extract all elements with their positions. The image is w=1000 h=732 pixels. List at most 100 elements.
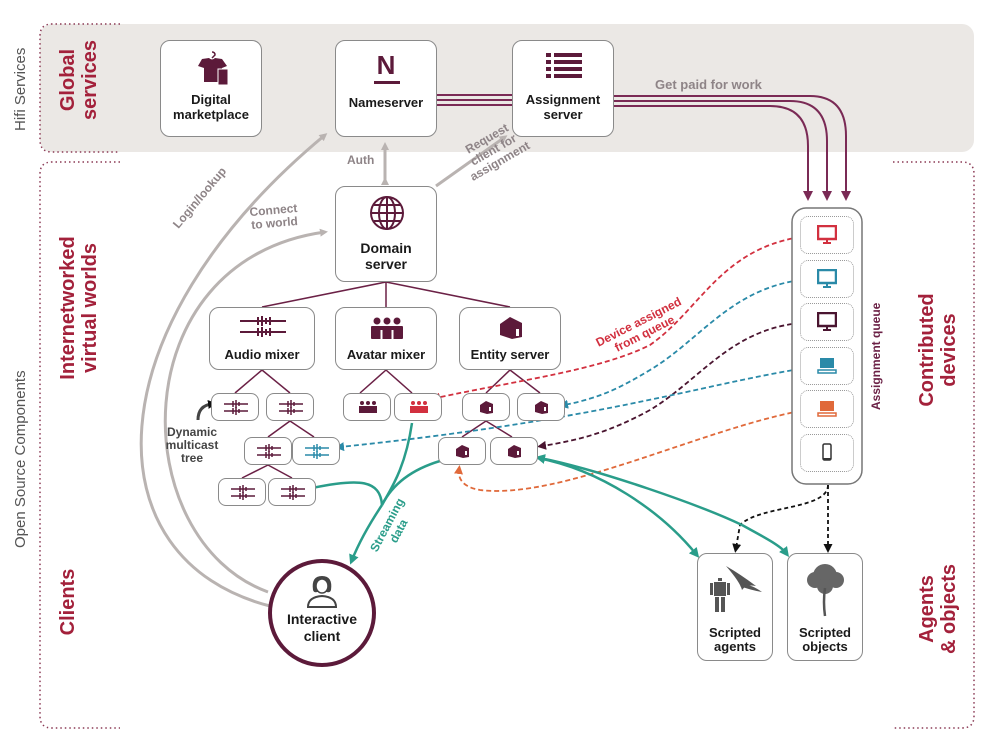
house-icon: [508, 445, 521, 458]
people-group-icon: [410, 401, 428, 413]
house-icon: [500, 317, 522, 339]
orange-assign-arrow: [454, 410, 801, 492]
tree-icon: [807, 564, 844, 617]
house-icon: [456, 445, 469, 458]
nameserver-node[interactable]: N Nameserver: [335, 40, 437, 137]
audio-subnode[interactable]: [218, 478, 266, 506]
global-services-line2: services: [79, 39, 101, 121]
queue-slot[interactable]: [800, 303, 854, 341]
assignment-server-node[interactable]: Assignment server: [512, 40, 614, 137]
dynamic-multicast-label: Dynamic multicast tree: [162, 426, 222, 465]
interactive-client-line1: Interactive: [286, 611, 358, 627]
entity-subnode[interactable]: [490, 437, 538, 465]
connect-to-world-arrow: [163, 228, 328, 594]
ao-line1: Agents: [916, 575, 938, 643]
scripted-agents-line1: Scripted: [708, 625, 761, 640]
blue-assign-arrow-2: [335, 368, 801, 452]
interactive-client-line2: client: [303, 628, 341, 644]
entity-server-node[interactable]: Entity server: [459, 307, 561, 370]
desktop-icon: [817, 268, 837, 288]
queue-slot[interactable]: [800, 259, 854, 298]
assignment-server-line1: Assignment: [525, 92, 601, 107]
digital-marketplace-node[interactable]: Digital marketplace: [160, 40, 262, 137]
avatar-subnode-assigned[interactable]: [394, 393, 442, 421]
iw-line2: virtual worlds: [79, 242, 101, 374]
dmt-line1: Dynamic: [166, 425, 218, 439]
robot-bird-icon: [710, 566, 762, 612]
globe-icon: [370, 196, 404, 230]
entity-subnode[interactable]: [517, 393, 565, 421]
red-assign-arrow: [431, 236, 801, 402]
nameserver-icon: N: [376, 50, 396, 80]
house-icon: [535, 401, 548, 414]
dmt-line2: multicast: [165, 438, 219, 452]
avatar-mixer-label: Avatar mixer: [346, 347, 426, 362]
avatar-subnode[interactable]: [343, 393, 391, 421]
audio-subnode[interactable]: [266, 393, 314, 421]
scripted-agents-node[interactable]: Scripted agents: [697, 553, 773, 661]
nameserver-label: Nameserver: [348, 95, 424, 110]
maroon-assign-arrow: [537, 322, 801, 450]
auth-label: Auth: [347, 153, 375, 167]
open-source-components-label: Open Source Components: [12, 370, 29, 548]
audio-subnode-assigned[interactable]: [292, 437, 340, 465]
internetworked-worlds-label: Internetworked virtual worlds: [57, 218, 101, 398]
audio-wave-icon: [305, 444, 329, 459]
domain-server-line2: server: [364, 256, 408, 272]
audio-mixer-node[interactable]: Audio mixer: [209, 307, 315, 370]
list-icon: [546, 53, 582, 78]
domain-server-node[interactable]: Domain server: [335, 186, 437, 282]
avatar-mixer-node[interactable]: Avatar mixer: [335, 307, 437, 370]
entity-subnode[interactable]: [462, 393, 510, 421]
queue-slot[interactable]: [800, 216, 854, 254]
audio-wave-icon: [231, 485, 255, 500]
nameserver-underline: [374, 81, 400, 84]
queue-slot[interactable]: [800, 433, 854, 472]
interactive-client-circle[interactable]: [268, 559, 376, 667]
iw-line1: Internetworked: [57, 236, 79, 380]
audio-wave-icon: [224, 400, 248, 415]
tshirt-icon: [198, 51, 229, 86]
queue-slot[interactable]: [800, 346, 854, 385]
entity-server-label: Entity server: [470, 347, 550, 362]
people-group-icon: [359, 401, 377, 413]
blue-assign-arrow-1: [559, 279, 801, 409]
entity-subnode[interactable]: [438, 437, 486, 465]
audio-subnode[interactable]: [244, 437, 292, 465]
laptop-icon: [817, 357, 837, 374]
domain-server-line1: Domain: [360, 240, 412, 256]
audio-subnode[interactable]: [268, 478, 316, 506]
scripted-objects-node[interactable]: Scripted objects: [787, 553, 863, 661]
audio-wave-icon: [281, 485, 305, 500]
dmt-line3: tree: [180, 451, 203, 465]
ao-line2: & objects: [938, 563, 960, 655]
connect-to-world-label: Connect to world: [249, 201, 299, 232]
user-avatar-icon: [306, 576, 338, 608]
laptop-icon: [817, 401, 837, 417]
global-services-line1: Global: [57, 48, 79, 112]
login-lookup-arrow: [139, 133, 328, 608]
audio-wave-icon: [279, 400, 303, 415]
hifi-services-label: Hifi Services: [12, 47, 29, 131]
interactive-client-label: Interactive client: [270, 611, 374, 645]
house-icon: [480, 401, 493, 414]
scripted-objects-line1: Scripted: [798, 625, 851, 640]
phone-icon: [822, 442, 832, 461]
multicast-pointer-arrow: [196, 399, 217, 421]
get-paid-lines: [436, 94, 851, 201]
digital-marketplace-line2: marketplace: [173, 107, 249, 122]
desktop-icon: [817, 225, 837, 244]
queue-slot[interactable]: [800, 390, 854, 428]
desktop-icon: [817, 312, 837, 331]
global-services-band: [40, 24, 974, 152]
digital-marketplace-line1: Digital: [191, 92, 231, 107]
assignment-server-line2: server: [543, 107, 583, 122]
open-source-bracket: [39, 161, 120, 729]
streaming-data-lines: [311, 422, 790, 565]
phone-to-agents-arrow: [732, 484, 829, 553]
agents-objects-label: Agents & objects: [916, 554, 960, 664]
audio-subnode[interactable]: [211, 393, 259, 421]
global-services-label: Global services: [57, 32, 101, 128]
get-paid-label: Get paid for work: [655, 77, 762, 92]
